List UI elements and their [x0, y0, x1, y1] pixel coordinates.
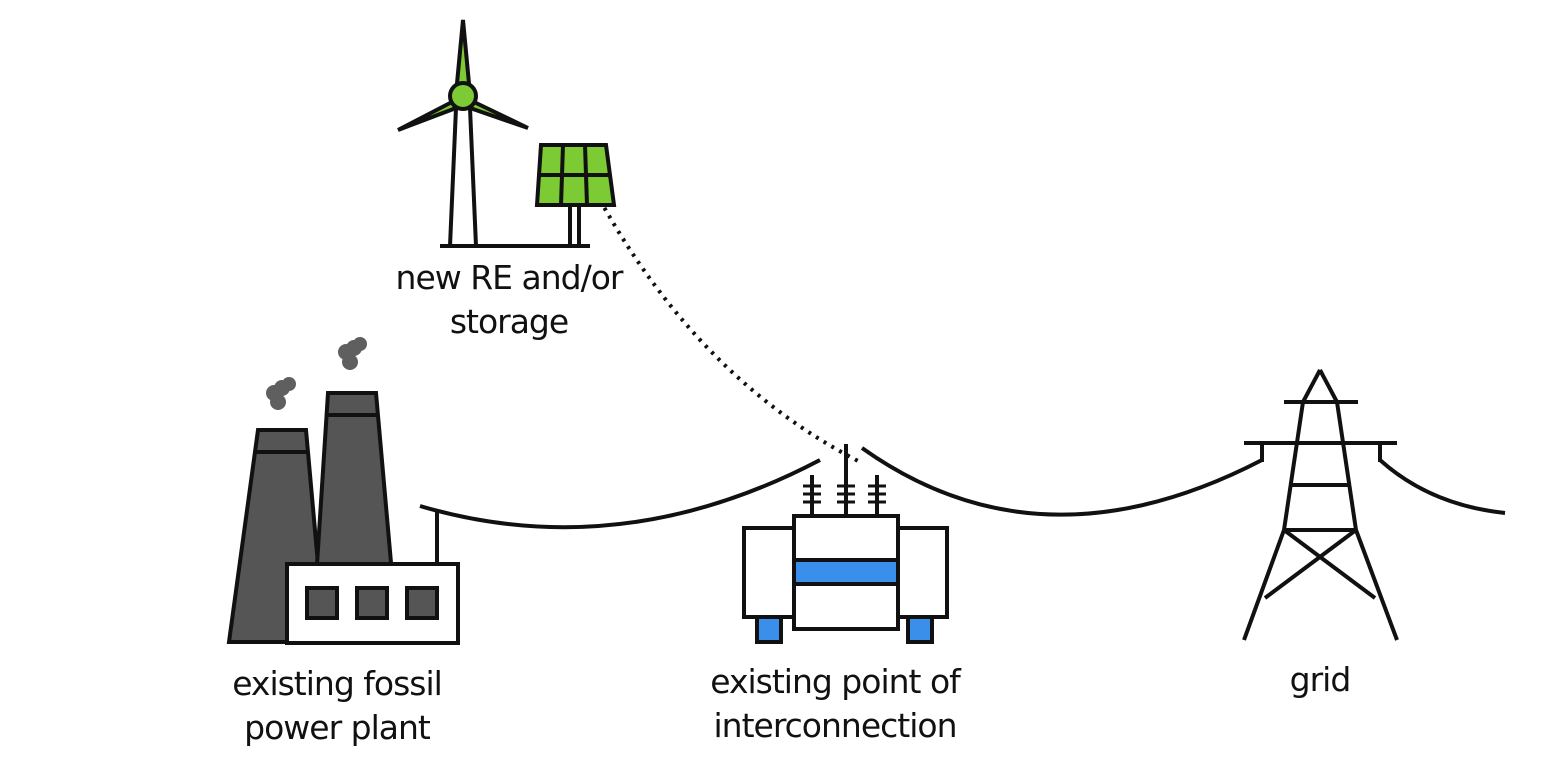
transformer-icon: [742, 444, 949, 644]
interconnection-label: existing point of interconnection: [694, 660, 976, 748]
fossil-plant-label-line2: power plant: [244, 708, 431, 747]
transmission-tower-icon: [1242, 369, 1399, 641]
solar-panel-icon: [534, 143, 617, 246]
interconnection-label-line1: existing point of: [710, 662, 961, 701]
renewables-to-poi-dotted-line: [598, 199, 861, 464]
interconnection-label-line2: interconnection: [713, 706, 958, 745]
fossil-plant-label-line1: existing fossil: [232, 664, 443, 703]
grid-label: grid: [1260, 658, 1380, 702]
factory-icon: [226, 337, 460, 645]
renewables-label: new RE and/or storage: [380, 256, 638, 344]
smoke-icon: [266, 337, 367, 410]
grid-outgoing-line: [1378, 458, 1506, 515]
grid-label-line1: grid: [1289, 660, 1352, 699]
connections: [419, 199, 1506, 530]
wind-turbine-icon: [397, 19, 590, 248]
renewables-label-line1: new RE and/or: [395, 258, 624, 297]
poi-to-grid-line: [860, 446, 1263, 517]
fossil-to-poi-line: [419, 458, 821, 530]
fossil-plant-label: existing fossil power plant: [212, 662, 462, 750]
renewables-label-line2: storage: [449, 302, 569, 341]
